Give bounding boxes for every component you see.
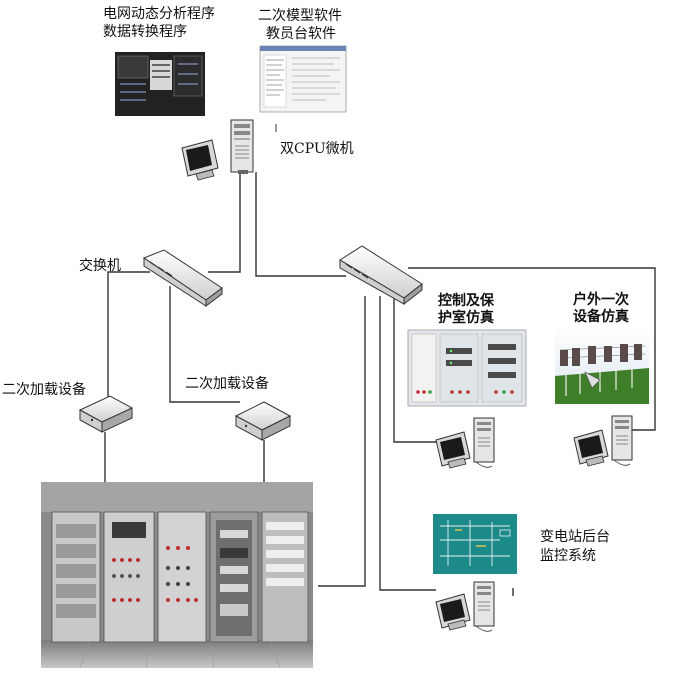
- load-device-left: [78, 395, 134, 433]
- line-cpu-to-switch-left: [208, 172, 241, 273]
- outdoor-equipment-screenshot: [555, 326, 649, 404]
- outdoor-label-line2: 设备仿真: [573, 309, 629, 325]
- monitor-icon: [435, 431, 471, 469]
- cpu-label: 双CPU微机: [280, 141, 354, 157]
- model-software-screenshot: [259, 45, 347, 113]
- tower-icon: [473, 417, 495, 463]
- control-room-label-line1: 控制及保: [438, 293, 494, 309]
- switch-label: 交换机: [79, 258, 121, 274]
- line-switch-left-to-load-mid: [169, 286, 240, 403]
- secondary-equipment-cabinets: [41, 482, 313, 669]
- line-switch-right-to-scada-pc: [379, 296, 436, 591]
- outdoor-label-line1: 户外一次: [573, 292, 629, 308]
- switch-left: [142, 249, 223, 307]
- monitor-icon: [181, 139, 219, 181]
- substation-label-line2: 监控系统: [540, 548, 596, 564]
- control-room-label-line2: 护室仿真: [438, 310, 494, 326]
- dual-cpu-computer: [181, 119, 277, 181]
- connection-lines: [104, 172, 656, 596]
- substation-monitoring-screenshot: [433, 514, 517, 574]
- top-right-label-line1: 二次模型软件: [258, 8, 342, 24]
- line-switch-right-to-outdoor: [408, 267, 656, 431]
- top-left-label-line2: 数据转换程序: [103, 24, 187, 40]
- line-switch-right-to-cabinet: [318, 296, 366, 587]
- monitor-icon: [573, 429, 609, 467]
- substation-monitoring-computer: [435, 581, 495, 632]
- monitor-icon: [435, 593, 471, 631]
- line-switch-left-to-load-left: [107, 271, 150, 398]
- load-device-left-label: 二次加载设备: [2, 382, 86, 398]
- top-left-label-line1: 电网动态分析程序: [103, 6, 215, 22]
- top-right-label-line2: 教员台软件: [266, 26, 336, 42]
- load-device-middle: [234, 401, 292, 441]
- tower-icon: [611, 415, 633, 461]
- load-device-middle-label: 二次加载设备: [185, 376, 269, 392]
- substation-label-line1: 变电站后台: [540, 529, 610, 545]
- tower-icon: [230, 119, 254, 174]
- switch-right: [339, 245, 423, 306]
- control-room-computer: [435, 417, 495, 469]
- line-switch-right-to-control-pc: [393, 296, 440, 443]
- control-room-screenshot: [407, 329, 527, 407]
- line-cpu-to-switch-right: [255, 172, 346, 277]
- tower-icon: [473, 581, 495, 627]
- power-grid-analysis-screenshot: [115, 52, 205, 116]
- outdoor-computer: [573, 415, 633, 467]
